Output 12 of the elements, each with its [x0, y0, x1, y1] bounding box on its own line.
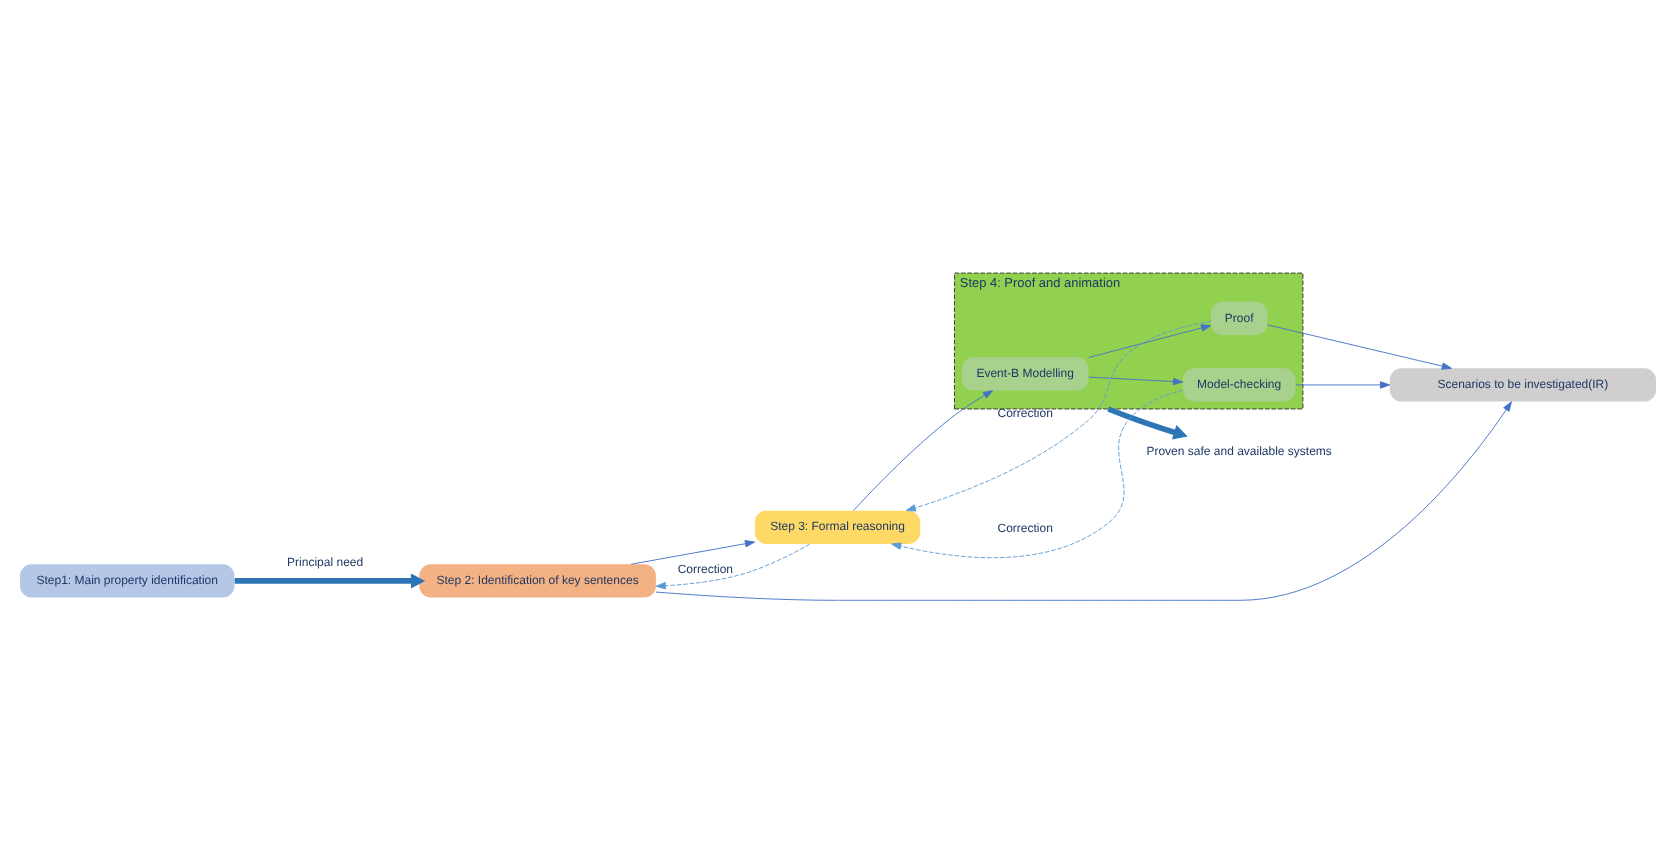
arrow [1088, 375, 1184, 385]
arrow [630, 539, 756, 564]
arrow [1107, 405, 1188, 439]
arrow [905, 319, 1212, 511]
arrow [655, 542, 811, 589]
arrow [655, 400, 1512, 600]
arrow [234, 572, 426, 588]
arrow [1088, 323, 1212, 357]
arrow [891, 388, 1184, 558]
arrow [1295, 380, 1391, 388]
arrow [853, 389, 994, 510]
arrow [1266, 323, 1452, 369]
